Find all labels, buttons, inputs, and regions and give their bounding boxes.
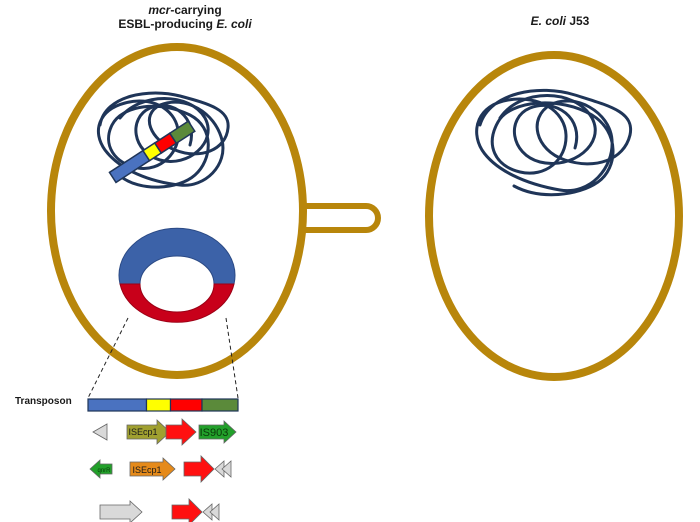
gene-arrow bbox=[92, 423, 108, 441]
donor-title-line-2: ESBL-producing E. coli bbox=[118, 17, 252, 31]
chromosomal-transposon bbox=[108, 120, 196, 184]
plasmid-transposon-region bbox=[119, 283, 235, 323]
donor-chromosome bbox=[96, 91, 230, 189]
gene-arrow-isecp1 bbox=[126, 419, 171, 445]
donor-cell-wall bbox=[47, 43, 307, 379]
zoom-line-left bbox=[87, 317, 129, 399]
plasmid-backbone bbox=[118, 227, 236, 285]
donor-cell-title: mcr-carrying ESBL-producing E. coli bbox=[95, 3, 275, 31]
gene-arrow-red bbox=[171, 498, 203, 522]
gene-arrow bbox=[99, 500, 143, 522]
gene-map: ISEcp1 IS903 qnrR ISEcp1 bbox=[89, 418, 237, 522]
recipient-cell-title: E. coli J53 bbox=[530, 14, 590, 28]
transposon-segment-3 bbox=[169, 398, 203, 412]
gene-arrow-red bbox=[183, 455, 215, 483]
transposon-segment-2 bbox=[145, 398, 172, 412]
gene-arrow bbox=[209, 503, 220, 521]
gene-label-qnrr: qnrR bbox=[97, 468, 111, 474]
transposon-label: Transposon bbox=[15, 396, 72, 407]
transposon-bar bbox=[87, 398, 239, 412]
donor-title-line-1: mcr-carrying bbox=[148, 3, 222, 17]
plasmid bbox=[118, 227, 236, 323]
gene-label-isecp1: ISEcp1 bbox=[128, 427, 157, 437]
gene-arrow-isecp1 bbox=[129, 457, 176, 481]
transposon-segment-1 bbox=[87, 398, 148, 412]
gene-label-is903: IS903 bbox=[200, 427, 229, 439]
conjugation-pilus bbox=[302, 203, 381, 233]
gene-arrow-qnrr bbox=[89, 459, 113, 479]
recipient-chromosome bbox=[475, 88, 633, 197]
gene-label-isecp1: ISEcp1 bbox=[132, 465, 161, 475]
gene-arrow bbox=[221, 460, 232, 478]
gene-arrow-is903 bbox=[198, 420, 237, 444]
transposon-segment-4 bbox=[201, 398, 239, 412]
gene-arrow-red bbox=[165, 418, 197, 446]
